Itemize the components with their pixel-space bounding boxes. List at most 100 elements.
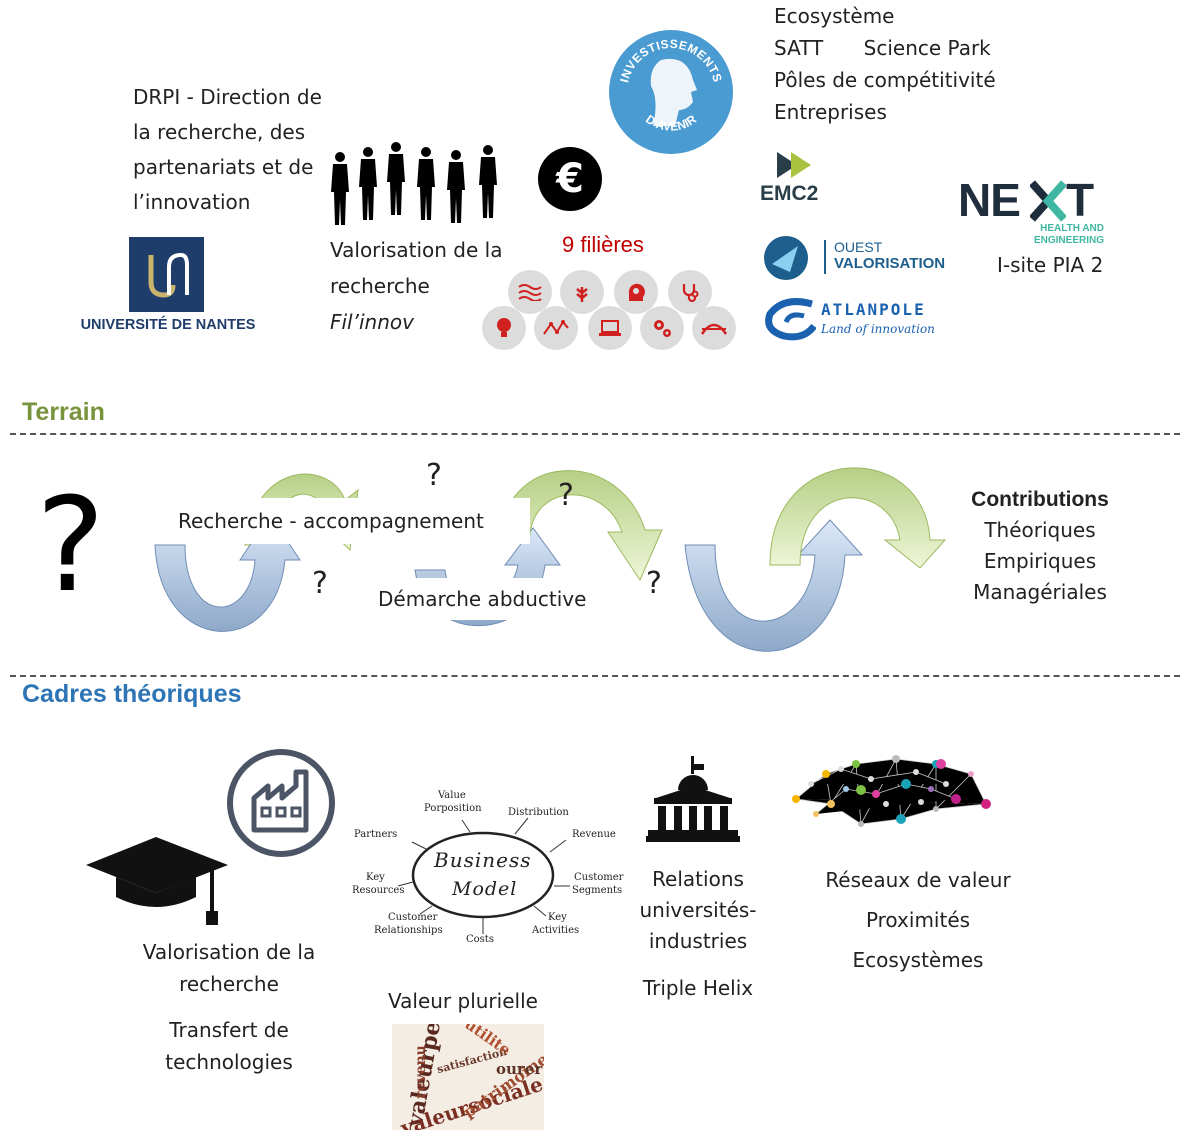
bm-key-2: Key [548, 912, 567, 923]
relations-line: industries [648, 929, 748, 953]
filinnov-label: Fil’innov [330, 310, 414, 334]
people-silhouettes-icon [331, 142, 497, 225]
big-question-mark: ? [36, 469, 105, 621]
bm-customer: Customer [574, 872, 624, 883]
ecosysteme-line: Ecosystème [774, 4, 895, 28]
blue-arc-arrow-3 [684, 519, 864, 652]
relations-line: Relations [652, 867, 744, 891]
business-model-arrows [397, 817, 570, 934]
relations-line: universités- [639, 898, 757, 922]
bm-resources: Resources [352, 885, 405, 896]
universite-name: UNIVERSITÉ DE NANTES [80, 317, 256, 333]
ecosysteme-line: Pôles de compétitivité [774, 68, 996, 92]
svg-text:D’AVENIR: D’AVENIR [643, 112, 699, 134]
word-cloud-word: revenu [412, 1045, 429, 1099]
valorisation-bottom-line: Valorisation de la [142, 940, 316, 964]
bm-proposition: Porposition [424, 803, 482, 814]
filiere-head-icon [614, 270, 658, 314]
proximites-label: Proximités [865, 908, 971, 932]
ouest-valorisation-icon [764, 236, 808, 280]
cycle-arrows-diagram [154, 467, 947, 652]
next-subtitle-2: ENGINEERING [1033, 235, 1104, 246]
recherche-accompagnement-label: Recherche - accompagnement [160, 498, 530, 544]
cadres-title: Cadres théoriques [22, 680, 242, 708]
next-logo: NE T HEALTH AND ENGINEERING [958, 175, 1108, 250]
factory-icon [227, 749, 335, 857]
business-model-diagram: Value Porposition Distribution Partners … [350, 782, 630, 952]
question-mark-small: ? [558, 478, 574, 513]
drpi-text: DRPI - Direction de la recherche, des pa… [133, 80, 353, 220]
demarche-abductive-label: Démarche abductive [366, 578, 606, 620]
drpi-line: DRPI - Direction de [133, 85, 322, 109]
word-cloud-word: ourer [496, 1060, 543, 1078]
atlanpole-tagline: Land of innovation [821, 322, 935, 336]
filiere-network-icon [534, 306, 578, 350]
investissements-avenir-logo: INVESTISSEMENTS D’AVENIR [609, 30, 733, 154]
bm-center-business: Business [434, 848, 532, 872]
valorisation-line: Valorisation de la [330, 238, 503, 262]
atlanpole-label: ATLANPOLE [821, 300, 926, 319]
contributions-block: Contributions Théoriques Empiriques Mana… [950, 484, 1130, 608]
valorisation-bottom-text: Valorisation de la recherche Transfert d… [118, 936, 340, 1078]
filiere-laptop-icon [588, 306, 632, 350]
blue-arc-arrow-1 [154, 514, 301, 632]
bm-relationships: Relationships [374, 925, 443, 936]
filiere-wheat-icon [560, 270, 604, 314]
emc2-label: EMC2 [760, 182, 819, 205]
atlanpole-logo: ATLANPOLE Land of innovation [764, 296, 944, 346]
filiere-bridge-icon [692, 306, 736, 350]
terrain-divider [10, 433, 1180, 435]
bm-activities: Activities [532, 925, 580, 936]
ouest-label: OUEST [834, 239, 883, 255]
valorisation-bottom-line: recherche [179, 972, 279, 996]
euro-icon: € [538, 147, 602, 211]
investissements-bottom-text: D’AVENIR [643, 112, 699, 134]
drpi-line: l’innovation [133, 190, 251, 214]
next-subtitle-1: HEALTH AND [1040, 223, 1104, 234]
reseaux-label: Réseaux de valeur [825, 868, 1011, 892]
terrain-title: Terrain [22, 398, 105, 426]
atlanpole-icon [765, 298, 817, 341]
universite-logo-square [129, 237, 204, 312]
cadres-divider [10, 675, 1180, 677]
green-arc-arrow-3 [769, 467, 947, 569]
ecosystemes-label: Ecosystèmes [852, 948, 984, 972]
ouest-valorisation-logo: OUEST VALORISATION [762, 234, 962, 284]
network-nodes [792, 755, 991, 827]
next-x-icon [1030, 180, 1066, 222]
university-building-icon [646, 756, 740, 842]
euro-symbol: € [556, 156, 584, 202]
bm-value: Value [438, 790, 466, 801]
valorisation-line: recherche [330, 274, 430, 298]
graduation-cap-icon [86, 837, 228, 925]
bm-segments: Segments [572, 885, 623, 896]
relations-text: Relations universités- industries Triple… [618, 864, 778, 1004]
bm-center-model: Model [452, 878, 518, 900]
ecosysteme-line: Entreprises [774, 100, 887, 124]
bm-key: Key [366, 872, 385, 883]
contribution-item: Empiriques [983, 549, 1097, 573]
filieres-title: 9 filières [562, 232, 644, 257]
bm-customer-2: Customer [388, 912, 438, 923]
valorisation-label: VALORISATION [834, 255, 946, 272]
bm-revenue: Revenue [572, 829, 616, 840]
bm-partners: Partners [354, 829, 398, 840]
emc2-logo: EMC2 [760, 150, 840, 210]
question-mark-small: ? [312, 566, 328, 601]
valorisation-top-text: Valorisation de la recherche Fil’innov [330, 232, 530, 340]
transfert-line: Transfert de [169, 1018, 289, 1042]
green-arc-arrow-2 [499, 470, 663, 582]
filiere-gears-icon [640, 306, 684, 350]
filiere-bulb-icon [482, 306, 526, 350]
ecosysteme-actors-line: SATT Science Park [774, 32, 1074, 64]
filiere-waves-icon [508, 270, 552, 314]
drpi-line: partenariats et de [133, 155, 314, 179]
isite-label: I-site PIA 2 [997, 253, 1104, 277]
drpi-line: la recherche, des [133, 120, 306, 144]
science-park-label: Science Park [863, 36, 991, 60]
valeur-word-cloud: valeurper revenu valeursociale patrimoin… [392, 1024, 544, 1130]
marianne-profile-icon: INVESTISSEMENTS D’AVENIR [617, 37, 724, 134]
ecosysteme-text: Ecosystème SATT Science Park Pôles de co… [774, 0, 1074, 128]
question-mark-small: ? [426, 458, 442, 493]
universite-u-n-icon [148, 252, 189, 298]
